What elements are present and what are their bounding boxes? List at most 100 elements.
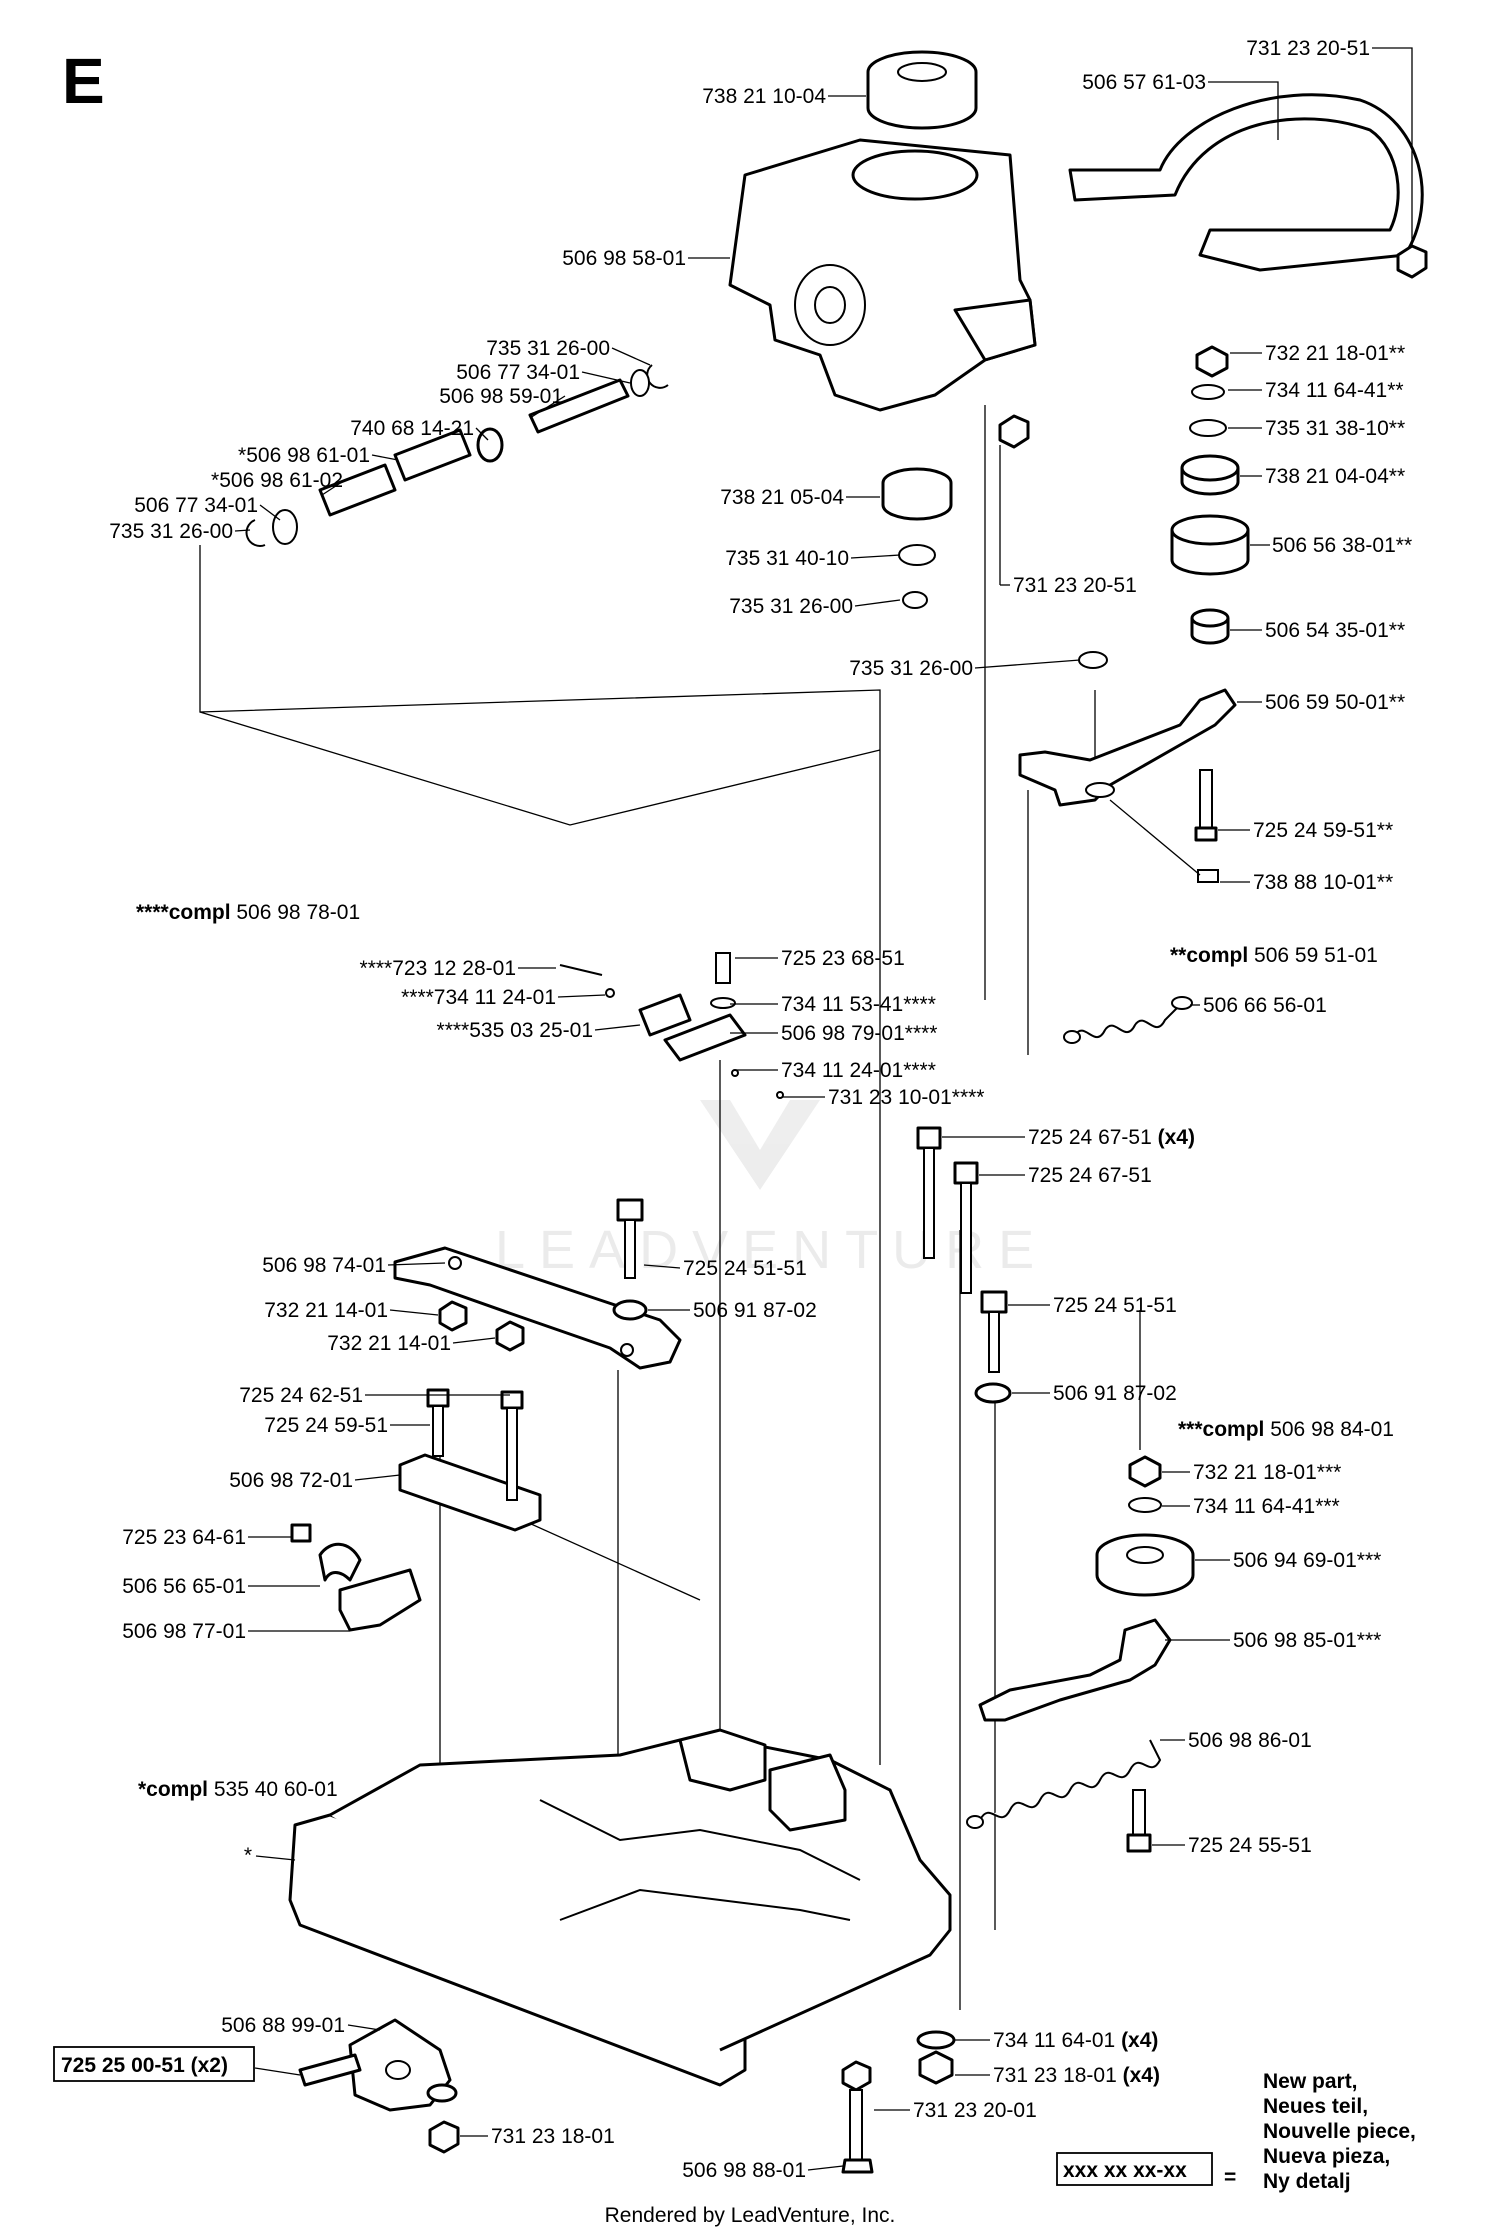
callout-label: 735 31 26-00 xyxy=(109,520,233,543)
part-bottom-hardware xyxy=(841,2030,956,2174)
callout-label: 732 21 14-01 xyxy=(327,1332,451,1355)
part-spring-caster xyxy=(1063,996,1193,1044)
callout-label: 732 21 14-01 xyxy=(264,1299,388,1322)
part-plate-hardware xyxy=(438,1198,648,1352)
callout-label: 725 23 68-51 xyxy=(781,947,905,970)
footer-credit: Rendered by LeadVenture, Inc. xyxy=(605,2204,896,2227)
callout-label: 725 24 67-51 (x4) xyxy=(1028,1126,1195,1149)
assembly-lines xyxy=(199,405,1141,2010)
callout-label: 506 91 87-02 xyxy=(1053,1382,1177,1405)
assembly-heading-2: **compl 506 59 51-01 xyxy=(1170,944,1378,967)
part-bolt-steering xyxy=(1194,769,1218,842)
callout-label: 506 59 50-01** xyxy=(1265,691,1405,714)
part-nut-housing xyxy=(998,414,1030,449)
callout-label: 506 66 56-01 xyxy=(1203,994,1327,1017)
part-caster-housing xyxy=(728,138,1037,412)
legend-line: Ny detalj xyxy=(1263,2170,1351,2193)
callout-label: 738 21 05-04 xyxy=(720,486,844,509)
callout-label: 506 98 58-01 xyxy=(562,247,686,270)
callout-label: 725 24 59-51 xyxy=(264,1414,388,1437)
callout-label: 725 24 62-51 xyxy=(239,1384,363,1407)
callout-label: 731 23 18-01 xyxy=(491,2125,615,2148)
legend-line: New part, xyxy=(1263,2070,1358,2093)
callout-label: 731 23 20-51 xyxy=(1013,574,1137,597)
part-spacer-block xyxy=(398,1388,542,1532)
part-idler-arm xyxy=(978,1618,1172,1722)
callout-label: 506 98 79-01**** xyxy=(781,1022,937,1045)
callout-label: 506 54 35-01** xyxy=(1265,619,1405,642)
callout-label: 506 98 72-01 xyxy=(229,1469,353,1492)
leader-lines xyxy=(234,47,1413,2171)
callout-label: 725 24 51-51 xyxy=(1053,1294,1177,1317)
part-pulley xyxy=(1095,1455,1195,1597)
callout-label: 725 24 51-51 xyxy=(683,1257,807,1280)
part-grease-nipple xyxy=(1197,869,1219,883)
part-long-bolts xyxy=(916,1126,979,1294)
callout-label: 506 94 69-01*** xyxy=(1233,1549,1381,1572)
callout-label: 732 21 18-01** xyxy=(1265,342,1405,365)
callout-label: 735 31 26-00 xyxy=(486,337,610,360)
part-right-bolt-washer xyxy=(974,1290,1012,1404)
callout-label: *506 98 61-02 xyxy=(211,469,343,492)
part-circlips xyxy=(898,544,1108,669)
callout-label: 506 98 77-01 xyxy=(122,1620,246,1643)
callout-label: 734 11 64-41*** xyxy=(1193,1495,1340,1518)
part-spring-idler xyxy=(966,1739,1162,1829)
callout-label: 506 98 59-01 xyxy=(439,385,563,408)
part-front-bracket xyxy=(298,2018,460,2154)
callout-label: 725 24 55-51 xyxy=(1188,1834,1312,1857)
callout-label: 731 23 10-01**** xyxy=(828,1086,984,1109)
part-nut-strap xyxy=(1396,244,1428,279)
callout-label: * xyxy=(244,1844,252,1867)
callout-label: 734 11 64-01 (x4) xyxy=(993,2029,1158,2052)
callout-label: 731 23 20-01 xyxy=(913,2099,1037,2122)
callout-label: 506 98 74-01 xyxy=(262,1254,386,1277)
section-letter: E xyxy=(62,45,105,117)
callout-label: 506 88 99-01 xyxy=(221,2014,345,2037)
callout-label: 731 23 18-01 (x4) xyxy=(993,2064,1160,2087)
part-bracket-left xyxy=(290,1523,422,1632)
watermark-logo-icon xyxy=(700,1100,820,1190)
legend-line: Nouvelle piece, xyxy=(1263,2120,1416,2143)
part-main-frame xyxy=(288,1728,952,2087)
callout-label: 506 98 88-01 xyxy=(682,2159,806,2182)
callout-label: 731 23 20-51 xyxy=(1246,37,1370,60)
callout-label: 735 31 40-10 xyxy=(725,547,849,570)
part-lever-plate xyxy=(393,1246,682,1370)
part-strap xyxy=(1068,93,1424,272)
callout-label: 506 98 85-01*** xyxy=(1233,1629,1381,1652)
callout-label: 734 11 53-41**** xyxy=(781,993,936,1016)
callout-label: 735 31 26-00 xyxy=(729,595,853,618)
callout-label: 740 68 14-21 xyxy=(350,417,474,440)
callout-label: 506 56 65-01 xyxy=(122,1575,246,1598)
callout-label: 506 56 38-01** xyxy=(1272,534,1412,557)
callout-label: *506 98 61-01 xyxy=(238,444,370,467)
callout-label: 738 88 10-01** xyxy=(1253,871,1393,894)
callout-label: ****734 11 24-01 xyxy=(401,986,556,1009)
part-callouts: 738 21 10-04 731 23 20-51 506 57 61-03 5… xyxy=(53,37,1412,2182)
part-bearing-top xyxy=(866,50,978,130)
assembly-heading-1: ****compl 506 98 78-01 xyxy=(136,901,360,924)
callout-label: 506 91 87-02 xyxy=(693,1299,817,1322)
legend-line: Neues teil, xyxy=(1263,2095,1368,2118)
watermark: LEADVENTURE xyxy=(495,1100,1048,1280)
callout-label: 506 77 34-01 xyxy=(456,361,580,384)
callout-label: 735 31 38-10** xyxy=(1265,417,1405,440)
callout-label: ****535 03 25-01 xyxy=(437,1019,593,1042)
callout-label: 738 21 10-04 xyxy=(702,85,826,108)
assembly-heading-3: ***compl 506 98 84-01 xyxy=(1178,1418,1394,1441)
callout-label: 506 77 34-01 xyxy=(134,494,258,517)
legend-line: Nueva pieza, xyxy=(1263,2145,1390,2168)
callout-label: 734 11 64-41** xyxy=(1265,379,1404,402)
watermark-text: LEADVENTURE xyxy=(495,1220,1048,1280)
part-axle-group xyxy=(245,364,669,547)
part-steering-arm xyxy=(1018,688,1237,807)
callout-label: ****723 12 28-01 xyxy=(360,957,516,980)
new-part-callout: 725 25 00-51 (x2) xyxy=(53,2046,255,2082)
callout-label: 738 21 04-04** xyxy=(1265,465,1405,488)
assembly-heading-4: *compl 535 40 60-01 xyxy=(138,1778,338,1801)
callout-label: 735 31 26-00 xyxy=(849,657,973,680)
callout-label: 725 25 00-51 (x2) xyxy=(61,2054,228,2077)
